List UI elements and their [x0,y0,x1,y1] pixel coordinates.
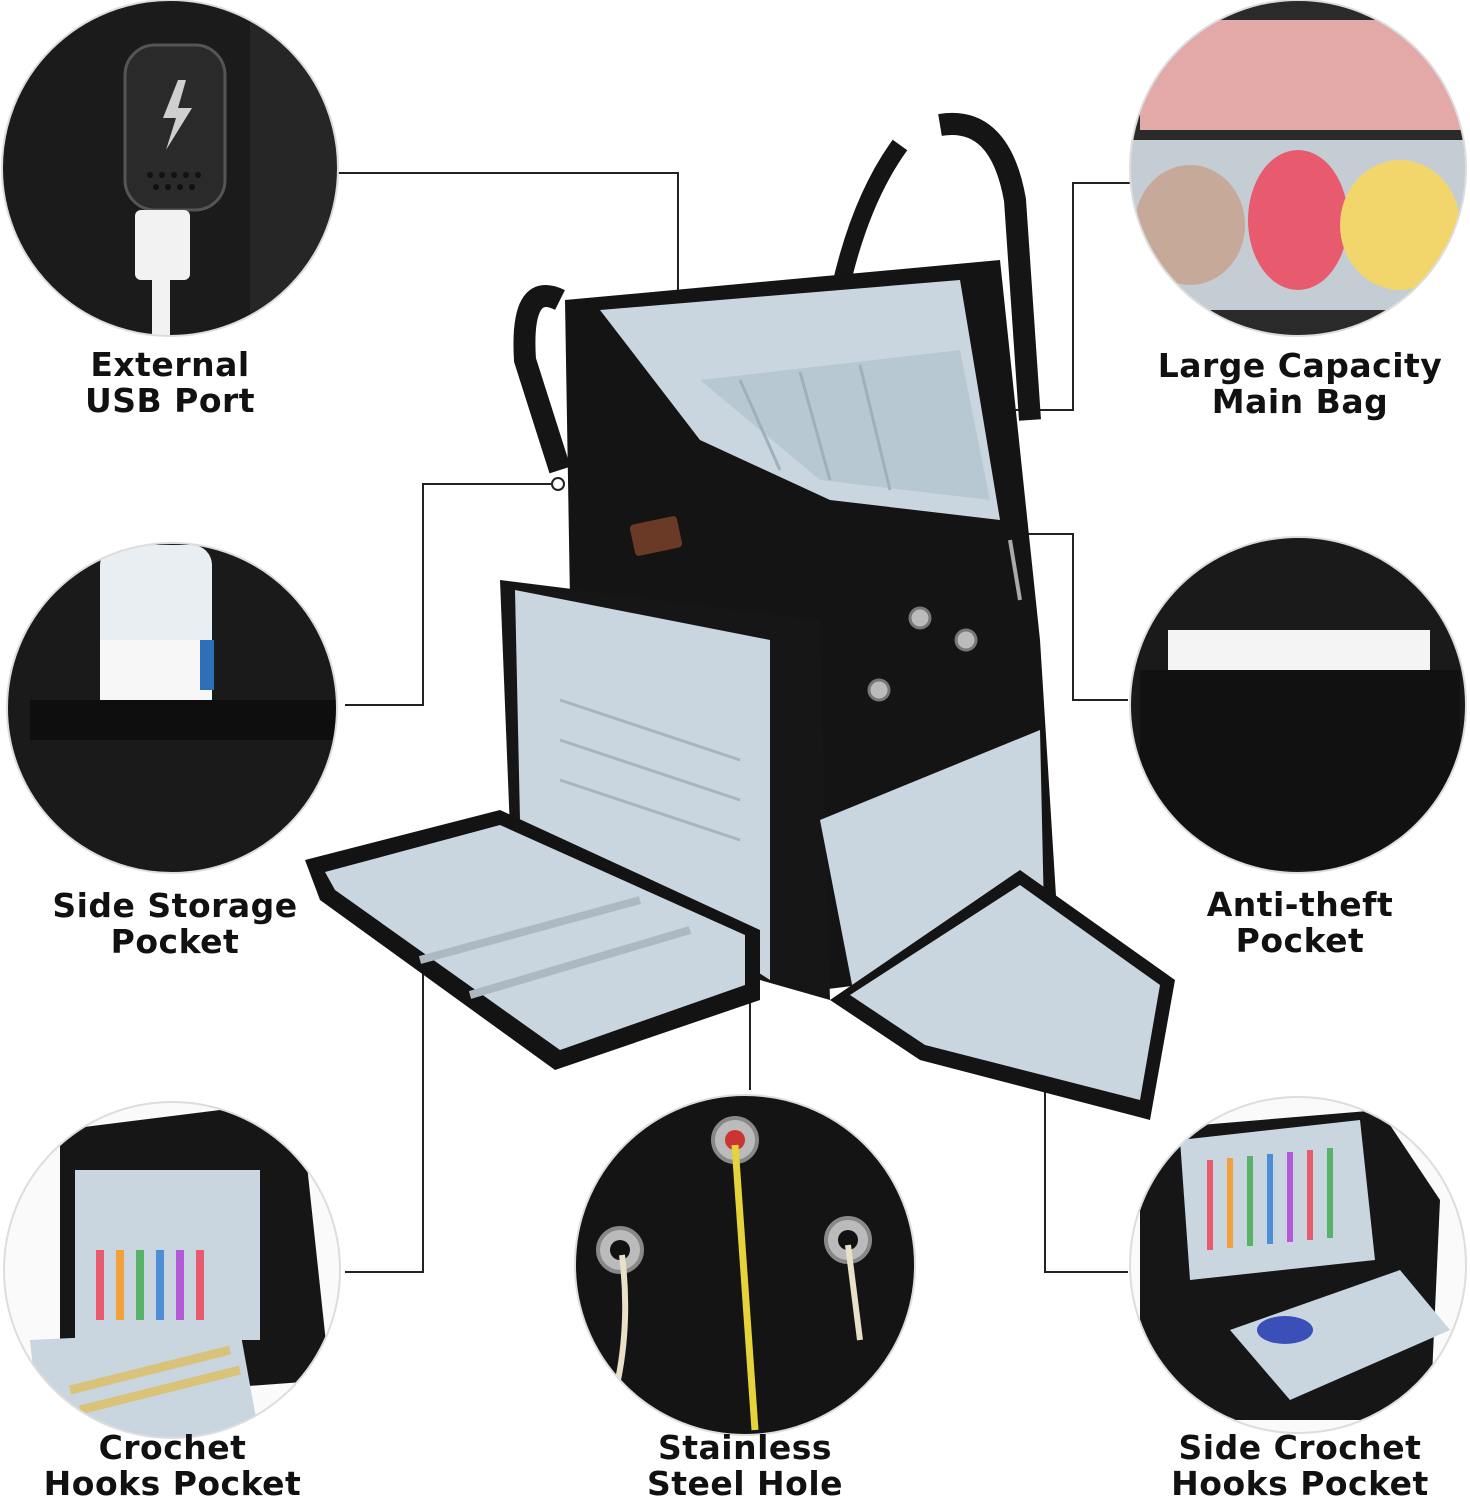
side-crochet-hooks-line2: Hooks Pocket [1171,1464,1429,1503]
feature-label-steel-hole: Stainless Steel Hole [615,1430,875,1502]
feature-label-anti-theft: Anti-theft Pocket [1170,887,1430,959]
feature-label-main-bag: Large Capacity Main Bag [1150,348,1450,420]
side-storage-line1: Side Storage [52,886,298,925]
steel-hole-closeup [575,1095,915,1435]
steel-hole-line2: Steel Hole [646,1464,844,1503]
backpack-main-image [305,112,1175,1120]
crochet-hooks-closeup [4,1102,340,1438]
side-storage-line2: Pocket [110,922,240,961]
side-crochet-hooks-closeup [1130,1097,1466,1433]
feature-label-usb-port: External USB Port [50,347,290,419]
anti-theft-line2: Pocket [1235,921,1365,960]
usb-port-closeup [2,0,338,336]
main-bag-line2: Main Bag [1211,382,1389,421]
anti-theft-closeup [1130,537,1466,873]
usb-port-line2: USB Port [84,381,256,420]
steel-hole-line1: Stainless [657,1428,833,1467]
main-bag-line1: Large Capacity [1157,346,1443,385]
crochet-hooks-line2: Hooks Pocket [43,1464,302,1503]
usb-port-line1: External [90,345,250,384]
feature-label-crochet-hooks: Crochet Hooks Pocket [30,1430,315,1502]
feature-label-side-storage: Side Storage Pocket [40,888,310,960]
feature-label-side-crochet-hooks: Side Crochet Hooks Pocket [1150,1430,1450,1502]
main-bag-closeup [1130,0,1466,336]
side-crochet-hooks-line1: Side Crochet [1178,1428,1422,1467]
anti-theft-line1: Anti-theft [1206,885,1394,924]
side-storage-closeup [7,543,337,873]
crochet-hooks-line1: Crochet [98,1428,247,1467]
lightning-bolt-icon [163,80,192,150]
